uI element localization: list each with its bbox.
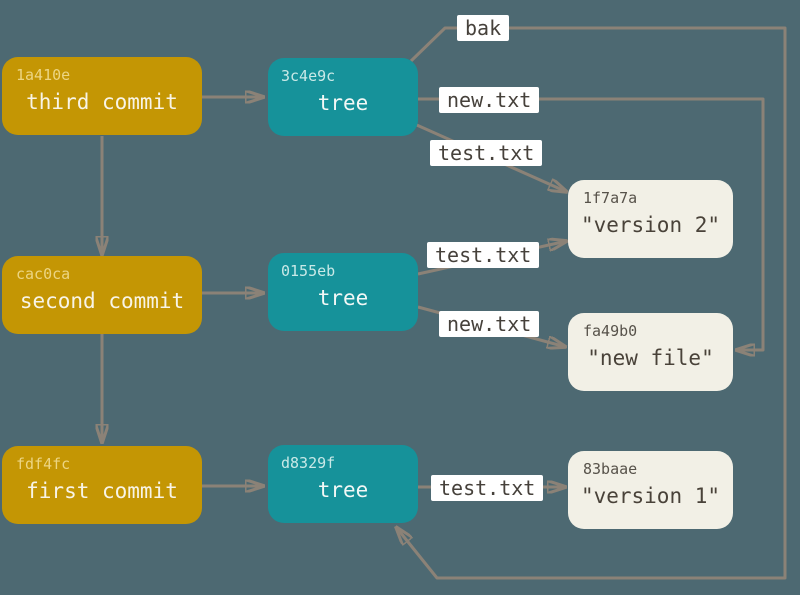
tree-hash: 0155eb: [281, 262, 336, 280]
tree-title: tree: [317, 286, 369, 310]
blob-node-version2: 1f7a7a "version 2": [568, 180, 733, 258]
blob-title: "version 1": [580, 484, 721, 508]
commit-node-first: fdf4fc first commit: [2, 446, 202, 524]
tree-title: tree: [317, 478, 369, 502]
blob-hash: 1f7a7a: [583, 189, 638, 207]
blob-title: "new file": [587, 346, 714, 370]
commit-node-second: cac0ca second commit: [2, 256, 202, 334]
tree-hash: d8329f: [281, 454, 336, 472]
tree-node-first: d8329f tree: [268, 445, 418, 523]
commit-hash: fdf4fc: [16, 455, 71, 473]
tree-hash: 3c4e9c: [281, 67, 336, 85]
commit-hash: 1a410e: [16, 66, 71, 84]
blob-node-version1: 83baae "version 1": [568, 451, 733, 529]
edge-label-testtxt-middle: test.txt: [427, 242, 540, 268]
tree-node-second: 0155eb tree: [268, 253, 418, 331]
edge-label-testtxt-bottom: test.txt: [431, 475, 544, 501]
edge-label-newtxt-top: new.txt: [439, 87, 540, 113]
edge-label-newtxt-middle: new.txt: [439, 311, 540, 337]
commit-title: second commit: [19, 289, 185, 313]
commit-hash: cac0ca: [16, 265, 71, 283]
tree-node-third: 3c4e9c tree: [268, 58, 418, 136]
edge-label-testtxt-top: test.txt: [430, 140, 543, 166]
edge-tree3-bak-to-tree1: [396, 26, 787, 580]
blob-hash: fa49b0: [583, 322, 638, 340]
blob-node-newfile: fa49b0 "new file": [568, 313, 733, 391]
edge-tree3-newtxt-to-blob-newfile: [418, 97, 765, 350]
tree-title: tree: [317, 91, 369, 115]
blob-title: "version 2": [580, 213, 721, 237]
commit-title: first commit: [26, 479, 178, 503]
commit-title: third commit: [26, 90, 178, 114]
commit-node-third: 1a410e third commit: [2, 57, 202, 135]
edge-label-bak: bak: [457, 15, 510, 41]
blob-hash: 83baae: [583, 460, 638, 478]
